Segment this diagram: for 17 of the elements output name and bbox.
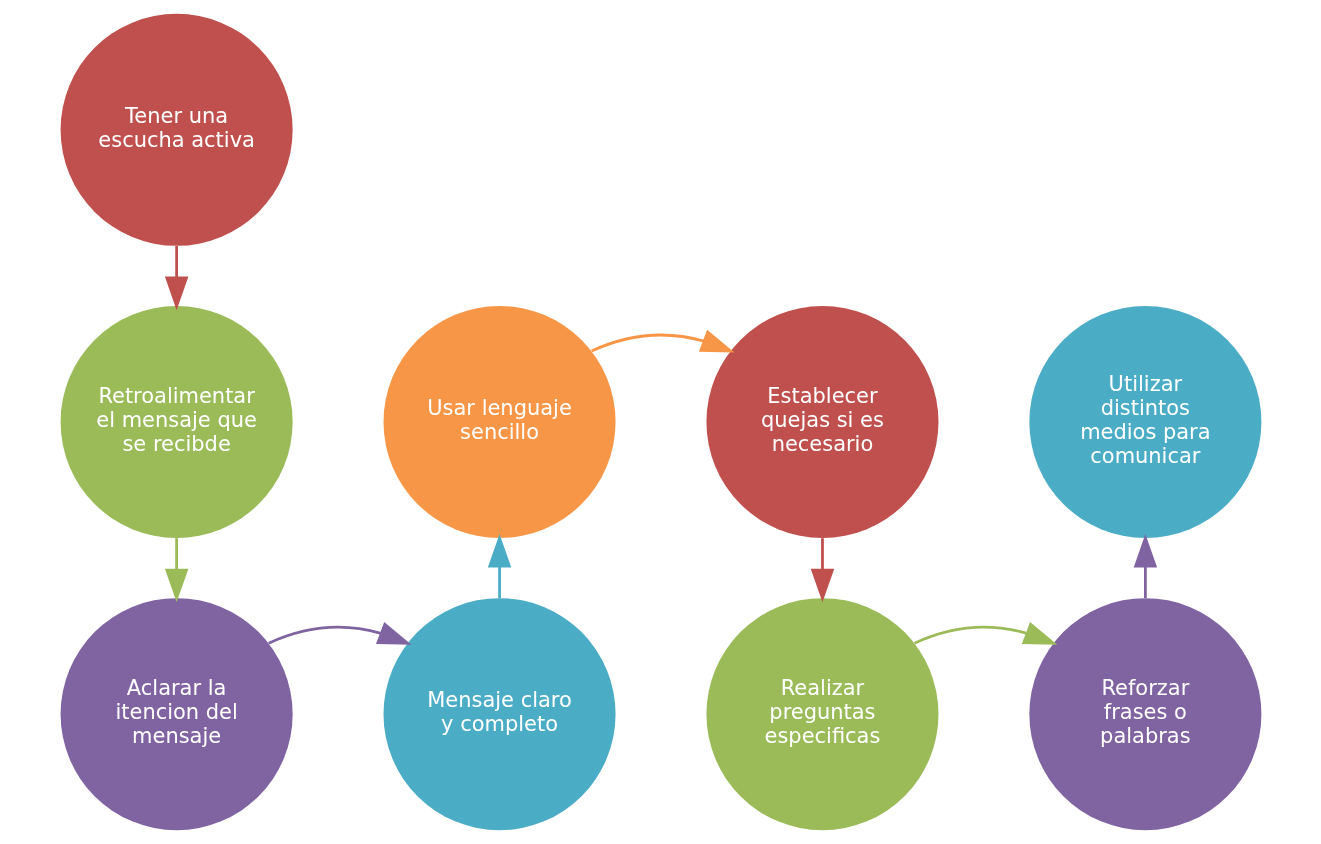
arrow [913,621,1057,645]
arrow [164,246,188,311]
arrow [810,538,834,603]
arrow [590,329,734,353]
arrow [267,621,412,645]
node-circle: Tener una escucha activa [60,13,293,246]
node-circle: Aclarar la itencion del mensaje [60,598,293,831]
node-circle: Establecer quejas si es necesario [705,305,938,539]
arrow [487,533,511,599]
node-circle: Mensaje claro y completo [383,598,616,831]
node-circle: Usar lenguaje sencillo [383,305,616,539]
arrow [164,538,188,603]
node-circle: Retroalimentar el mensaje que se recibde [60,305,293,539]
node-circle: Realizar preguntas especificas [705,598,938,831]
arrow [1133,533,1157,599]
node-circle: Reforzar frases o palabras [1028,598,1261,831]
node-circle: Utilizar distintos medios para comunicar [1028,305,1261,539]
